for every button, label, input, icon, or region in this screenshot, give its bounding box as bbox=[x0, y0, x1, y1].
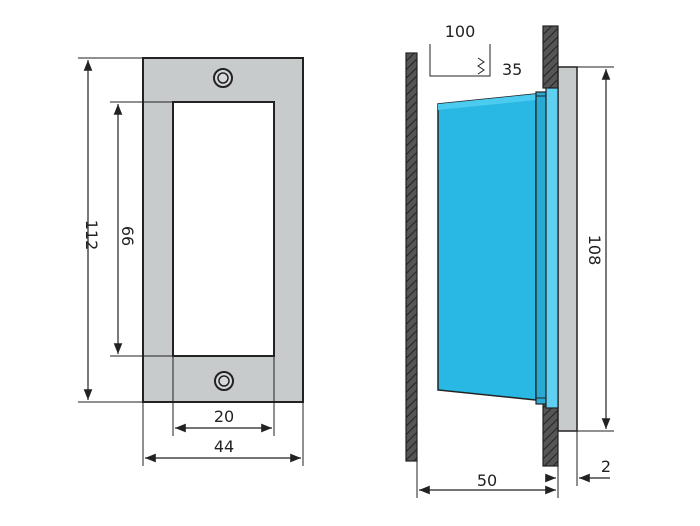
height-108-label: 108 bbox=[585, 235, 604, 266]
top-screw-icon bbox=[213, 68, 233, 88]
dimension-flange-2: 2 bbox=[545, 431, 611, 486]
depth-50-label: 50 bbox=[477, 471, 497, 490]
front-view: 112 66 20 44 bbox=[78, 57, 304, 466]
dimension-depth-50: 50 bbox=[416, 461, 559, 498]
dimension-height-112: 112 bbox=[78, 57, 143, 403]
top-height-35-label: 35 bbox=[502, 60, 522, 79]
bottom-screw-icon bbox=[214, 371, 234, 391]
width-44-label: 44 bbox=[214, 437, 234, 456]
plate-opening bbox=[172, 101, 275, 357]
right-wall-top bbox=[542, 25, 559, 89]
height-112-label: 112 bbox=[82, 220, 101, 251]
left-wall-section bbox=[405, 52, 418, 462]
opening-66-label: 66 bbox=[118, 226, 137, 246]
cover-plate-side bbox=[557, 66, 578, 432]
dimension-opening-66: 66 bbox=[110, 101, 173, 357]
wall-profile-note: 100 35 bbox=[429, 22, 522, 79]
opening-20-label: 20 bbox=[214, 407, 234, 426]
top-width-100-label: 100 bbox=[445, 22, 476, 41]
dimension-opening-20: 20 bbox=[172, 356, 275, 436]
dimension-height-108: 108 bbox=[577, 66, 614, 432]
housing-body bbox=[437, 87, 559, 409]
right-wall-bottom bbox=[542, 401, 559, 467]
dimension-width-44: 44 bbox=[142, 402, 304, 466]
side-view: 100 35 108 50 2 bbox=[405, 22, 614, 498]
flange-2-label: 2 bbox=[601, 457, 611, 476]
